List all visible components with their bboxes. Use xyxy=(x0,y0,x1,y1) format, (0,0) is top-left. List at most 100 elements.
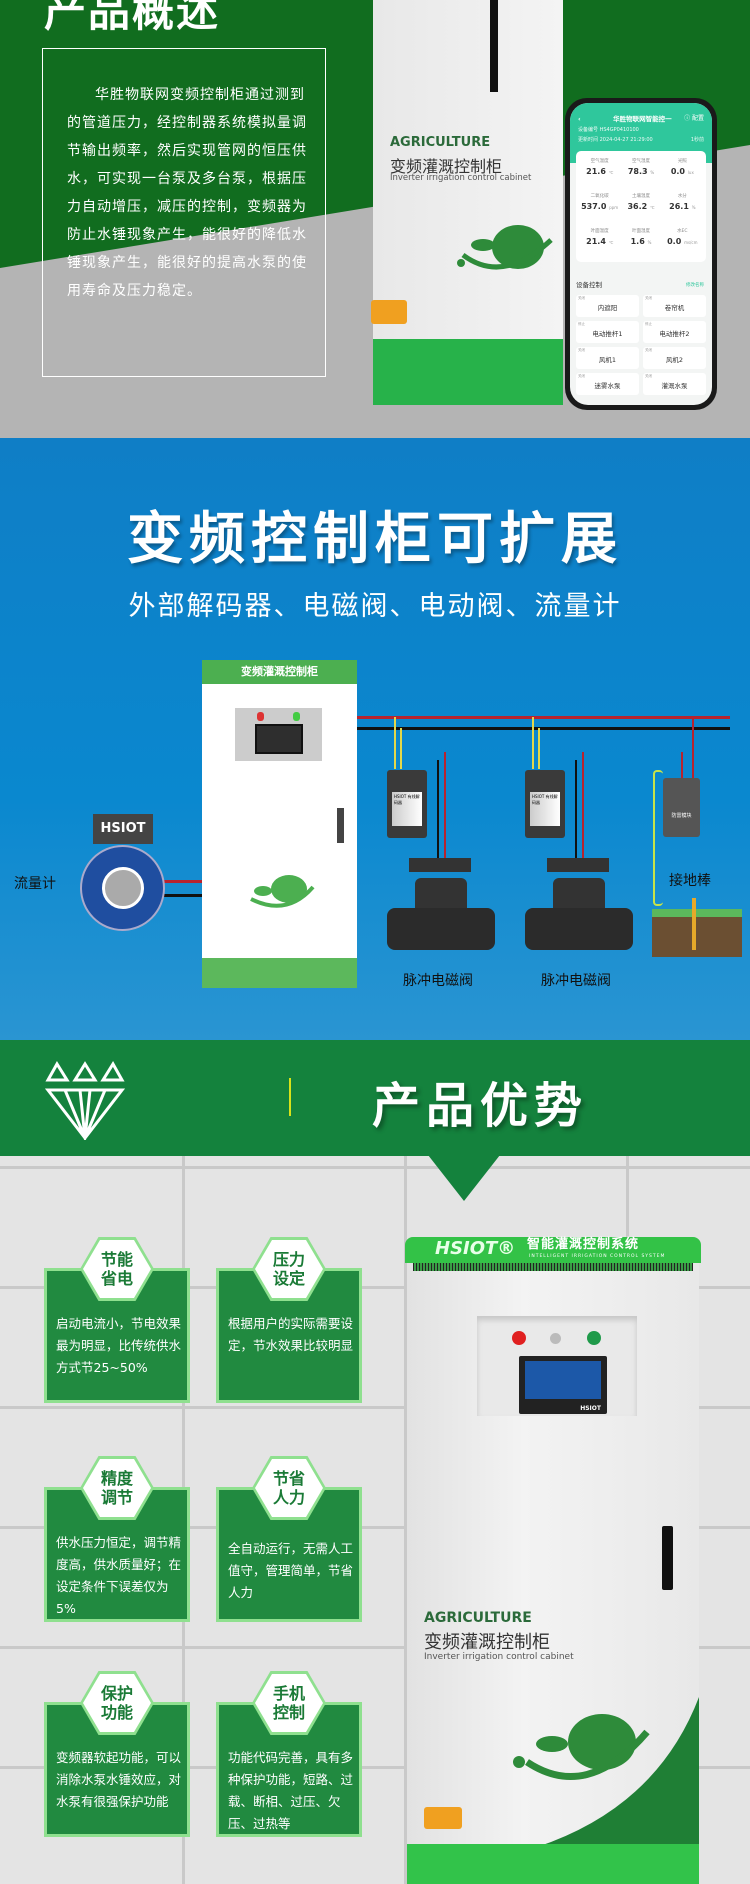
decoder-icon: HSIOT 有线解码器 xyxy=(525,770,565,838)
advantage-hex-title: 手机控制 xyxy=(252,1671,326,1735)
device-button[interactable]: 停止电动推杆1 xyxy=(576,321,639,343)
phone-mockup: ‹ 华胜物联网智能控一 ⓘ 配置 设备编号 HS4GP0410100 更新时间 2… xyxy=(565,98,717,410)
device-buttons: 关闭内遮阳 关闭卷帘机 停止电动推杆1 停止电动推杆2 关闭风机1 关闭风机2 … xyxy=(576,295,706,395)
green-button-icon[interactable] xyxy=(587,1331,601,1345)
red-wire xyxy=(357,716,730,719)
advantages-title: 产品优势 xyxy=(372,1078,589,1134)
cabinet-name-en: Inverter irrigation control cabinet xyxy=(424,1652,574,1662)
door-handle-icon xyxy=(662,1526,673,1590)
valve-label: 脉冲电磁阀 xyxy=(541,973,611,989)
leaf-globe-logo-icon xyxy=(250,875,315,908)
green-light-icon xyxy=(293,712,300,721)
screen-icon xyxy=(255,724,303,754)
device-button[interactable]: 关闭灌溉水泵 xyxy=(643,373,706,395)
config-button[interactable]: ⓘ 配置 xyxy=(684,115,704,122)
control-panel xyxy=(235,708,322,761)
indicator-icon xyxy=(550,1333,561,1344)
door-handle-icon xyxy=(337,808,344,843)
cabinet-name-cn: 变频灌溉控制柜 xyxy=(424,1632,550,1653)
ground-soil xyxy=(652,909,742,957)
antenna-icon xyxy=(490,0,498,92)
cabinet-name-cn: 变频灌溉控制柜 xyxy=(390,157,503,176)
flowmeter-label: 流量计 xyxy=(14,876,56,892)
advantage-card: 供水压力恒定，调节精度高，供水质量好；在设定条件下误差仅为5% xyxy=(44,1487,190,1622)
ground-rod-icon xyxy=(692,898,696,950)
app-title: 华胜物联网智能控一 xyxy=(613,115,672,123)
red-wire xyxy=(160,880,205,883)
expand-subtitle: 外部解码器、电磁阀、电动阀、流量计 xyxy=(128,591,622,622)
black-wire xyxy=(357,727,730,730)
touchscreen-icon[interactable]: HSIOT xyxy=(519,1356,607,1414)
device-button[interactable]: 关闭卷帘机 xyxy=(643,295,706,317)
diagram-cabinet-header: 变频灌溉控制柜 xyxy=(202,660,357,684)
device-button[interactable]: 关闭风机2 xyxy=(643,347,706,369)
surge-module-icon: 防雷模块 xyxy=(663,778,700,837)
leaf-globe-logo-icon xyxy=(513,1714,650,1780)
warning-label-icon xyxy=(424,1807,462,1829)
vent-grille xyxy=(413,1263,693,1271)
valve-label: 脉冲电磁阀 xyxy=(403,973,473,989)
solenoid-valve-icon xyxy=(387,858,495,950)
overview-textbox: 华胜物联网变频控制柜通过测到的管道压力，经控制器系统模拟量调节输出频率，然后实现… xyxy=(42,48,326,377)
advantage-card: 根据用户的实际需要设定，节水效果比较明显 xyxy=(216,1268,362,1403)
device-button[interactable]: 停止电动推杆2 xyxy=(643,321,706,343)
black-wire xyxy=(160,894,205,897)
cabinet-top-banner: HSIOT® 智能灌溉控制系统 INTELLIGENT IRRIGATION C… xyxy=(405,1237,701,1263)
diamond-icon xyxy=(45,1061,125,1140)
expand-title: 变频控制柜可扩展 xyxy=(127,507,623,572)
advantages-banner: 产品优势 xyxy=(0,1040,750,1156)
cabinet-brand: AGRICULTURE xyxy=(424,1610,532,1626)
leaf-globe-logo-icon xyxy=(457,225,553,270)
diagram-cabinet-body xyxy=(202,684,357,958)
warning-label-icon xyxy=(371,300,407,324)
cabinet-brand: AGRICULTURE xyxy=(390,135,491,150)
brand-logo: HSIOT® xyxy=(435,1238,516,1259)
ground-rod-label: 接地棒 xyxy=(669,873,711,889)
device-button[interactable]: 关闭内遮阳 xyxy=(576,295,639,317)
diagram-cabinet-base xyxy=(202,958,357,988)
overview-title: 产品概述 xyxy=(44,0,221,36)
device-number: 设备编号 HS4GP0410100 xyxy=(578,127,639,133)
cabinet-photo: AGRICULTURE 变频灌溉控制柜 Inverter irrigation … xyxy=(371,0,563,405)
cabinet-base xyxy=(373,339,563,405)
overview-paragraph: 华胜物联网变频控制柜通过测到的管道压力，经控制器系统模拟量调节输出频率，然后实现… xyxy=(67,87,307,299)
advantage-card: 变频器软起功能，可以消除水泵水锤效应，对水泵有很强保护功能 xyxy=(44,1702,190,1837)
red-light-icon xyxy=(257,712,264,721)
device-button[interactable]: 关闭迷雾水泵 xyxy=(576,373,639,395)
expandable-section: 变频控制柜可扩展 外部解码器、电磁阀、电动阀、流量计 xyxy=(0,438,750,1040)
ground-wire xyxy=(653,770,663,906)
control-panel: HSIOT xyxy=(477,1316,637,1416)
cabinet-swoosh xyxy=(537,1697,699,1847)
update-time: 更新时间 2024-04-27 21:29:00 xyxy=(578,137,653,143)
decoder-icon: HSIOT 有线解码器 xyxy=(387,770,427,838)
rename-link[interactable]: 修改名称 xyxy=(686,283,704,288)
banner-pointer xyxy=(428,1155,500,1201)
red-button-icon[interactable] xyxy=(512,1331,526,1345)
divider xyxy=(289,1078,291,1116)
cabinet-photo-large: HSIOT® 智能灌溉控制系统 INTELLIGENT IRRIGATION C… xyxy=(405,1237,701,1884)
cabinet-name-en: Inverter irrigation control cabinet xyxy=(390,173,532,183)
app-screen: ‹ 华胜物联网智能控一 ⓘ 配置 设备编号 HS4GP0410100 更新时间 2… xyxy=(570,103,712,405)
system-name-en: INTELLIGENT IRRIGATION CONTROL SYSTEM xyxy=(529,1254,666,1259)
flowmeter-icon xyxy=(80,845,165,931)
product-overview-section: 产品概述 华胜物联网变频控制柜通过测到的管道压力，经控制器系统模拟量调节输出频率… xyxy=(0,0,750,438)
system-name-cn: 智能灌溉控制系统 xyxy=(527,1237,640,1252)
solenoid-valve-icon xyxy=(525,858,633,950)
back-icon[interactable]: ‹ xyxy=(578,115,581,123)
flowmeter-brand: HSIOT xyxy=(93,814,153,844)
device-control-title: 设备控制 xyxy=(576,281,602,289)
update-ago: 1秒前 xyxy=(690,137,704,143)
advantage-hex-title: 保护功能 xyxy=(80,1671,154,1735)
device-button[interactable]: 关闭风机1 xyxy=(576,347,639,369)
cabinet-base xyxy=(407,1844,699,1884)
